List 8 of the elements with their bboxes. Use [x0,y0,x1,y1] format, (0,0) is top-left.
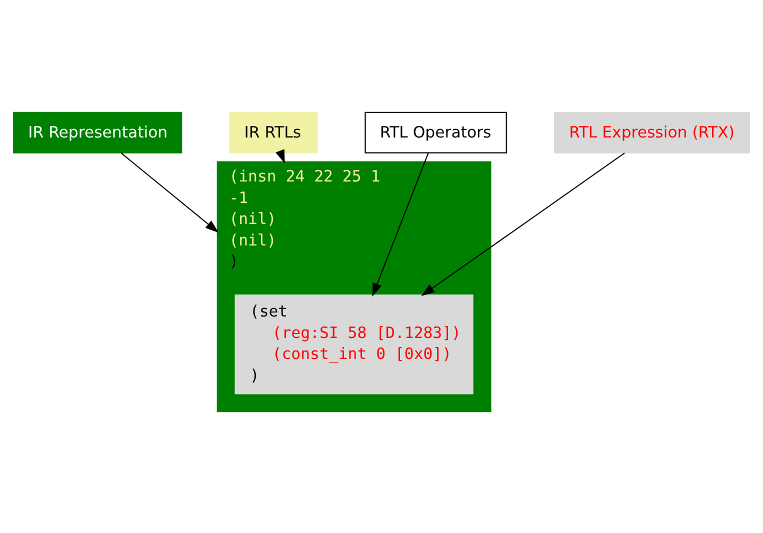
node-box: RTL Operators [364,112,507,154]
node-box: (set (reg:SI 58 [D.1283]) (const_int 0 [0x0]) ) [234,294,474,394]
arrow [120,152,219,233]
node-box: RTL Expression (RTX) [554,112,750,154]
arrow [421,152,625,296]
arrow [372,152,429,297]
arrow [276,149,285,164]
node-box: IR Representation [12,112,182,154]
